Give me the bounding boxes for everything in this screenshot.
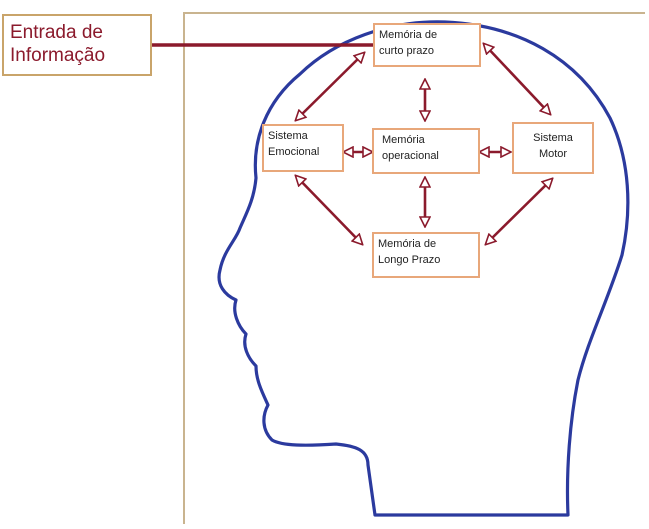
input-label-line1: Entrada de <box>10 22 103 43</box>
information-input-box: Entrada de Informação <box>2 14 152 76</box>
arrow-motor-longterm <box>486 179 552 244</box>
short-term-memory-line1: Memória de <box>379 29 438 41</box>
working-memory-line1: Memória <box>382 134 425 146</box>
motor-system-line2: Motor <box>538 148 568 160</box>
head-outline <box>217 20 630 517</box>
long-term-memory-line1: Memória de <box>378 238 437 250</box>
motor-system-line1: Sistema <box>533 132 573 144</box>
long-term-memory-line2: Longo Prazo <box>378 254 441 266</box>
short-term-memory-box: Memória de curto prazo <box>373 23 481 67</box>
diagram-frame <box>183 12 645 524</box>
arrow-emotional-longterm <box>296 176 362 244</box>
long-term-memory-box: Memória de Longo Prazo <box>372 232 480 278</box>
emotional-system-box: Sistema Emocional <box>262 124 344 172</box>
short-term-memory-line2: curto prazo <box>379 45 435 57</box>
motor-system-box: Sistema Motor <box>512 122 594 174</box>
emotional-system-line1: Sistema <box>268 130 308 142</box>
emotional-system-line2: Emocional <box>268 146 320 158</box>
arrow-shortterm-emotional <box>296 53 364 120</box>
working-memory-line2: operacional <box>382 150 439 162</box>
input-label-line2: Informação <box>10 45 106 66</box>
working-memory-box: Memória operacional <box>372 128 480 174</box>
arrow-shortterm-motor <box>484 44 550 114</box>
